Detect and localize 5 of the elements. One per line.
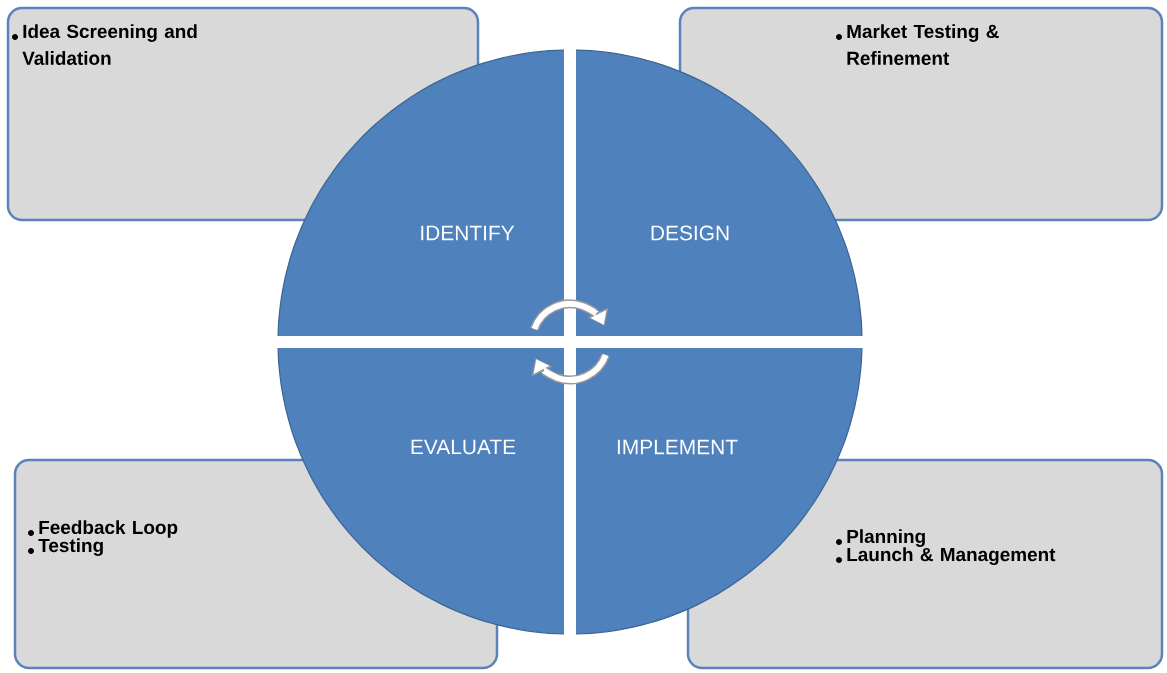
quadrant: IDENTIFY <box>277 49 565 337</box>
bullet-text: Testing <box>38 538 103 556</box>
bullet-text: Idea Screening and Validation <box>22 24 197 65</box>
bullet-text: Feedback Loop <box>39 520 178 538</box>
quadrant: EVALUATE <box>277 347 565 635</box>
